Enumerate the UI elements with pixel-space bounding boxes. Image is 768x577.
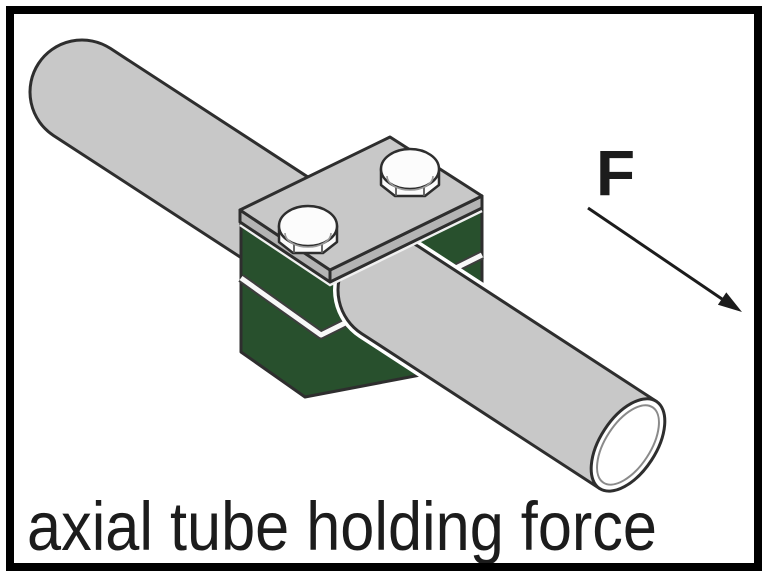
hex-bolt-rear [379, 147, 441, 198]
frame-border [6, 6, 762, 571]
hex-bolt-front [277, 204, 339, 255]
bolt-hex-facets [395, 186, 425, 196]
bolt-hex-facets [293, 243, 323, 253]
force-label: F [596, 137, 635, 209]
figure-caption: axial tube holding force [27, 488, 657, 565]
bolt-chamfer [386, 175, 434, 191]
tube-open-end [589, 397, 667, 493]
force-arrow [587, 206, 742, 312]
force-arrowhead [717, 292, 742, 312]
bolt-head-top [277, 204, 339, 248]
bolt-head-top [379, 147, 441, 191]
bolt-chamfer [284, 232, 332, 248]
plate-highlight-line [239, 209, 483, 287]
force-arrow-shaft [587, 206, 723, 301]
tube-wall-ring [596, 404, 660, 486]
